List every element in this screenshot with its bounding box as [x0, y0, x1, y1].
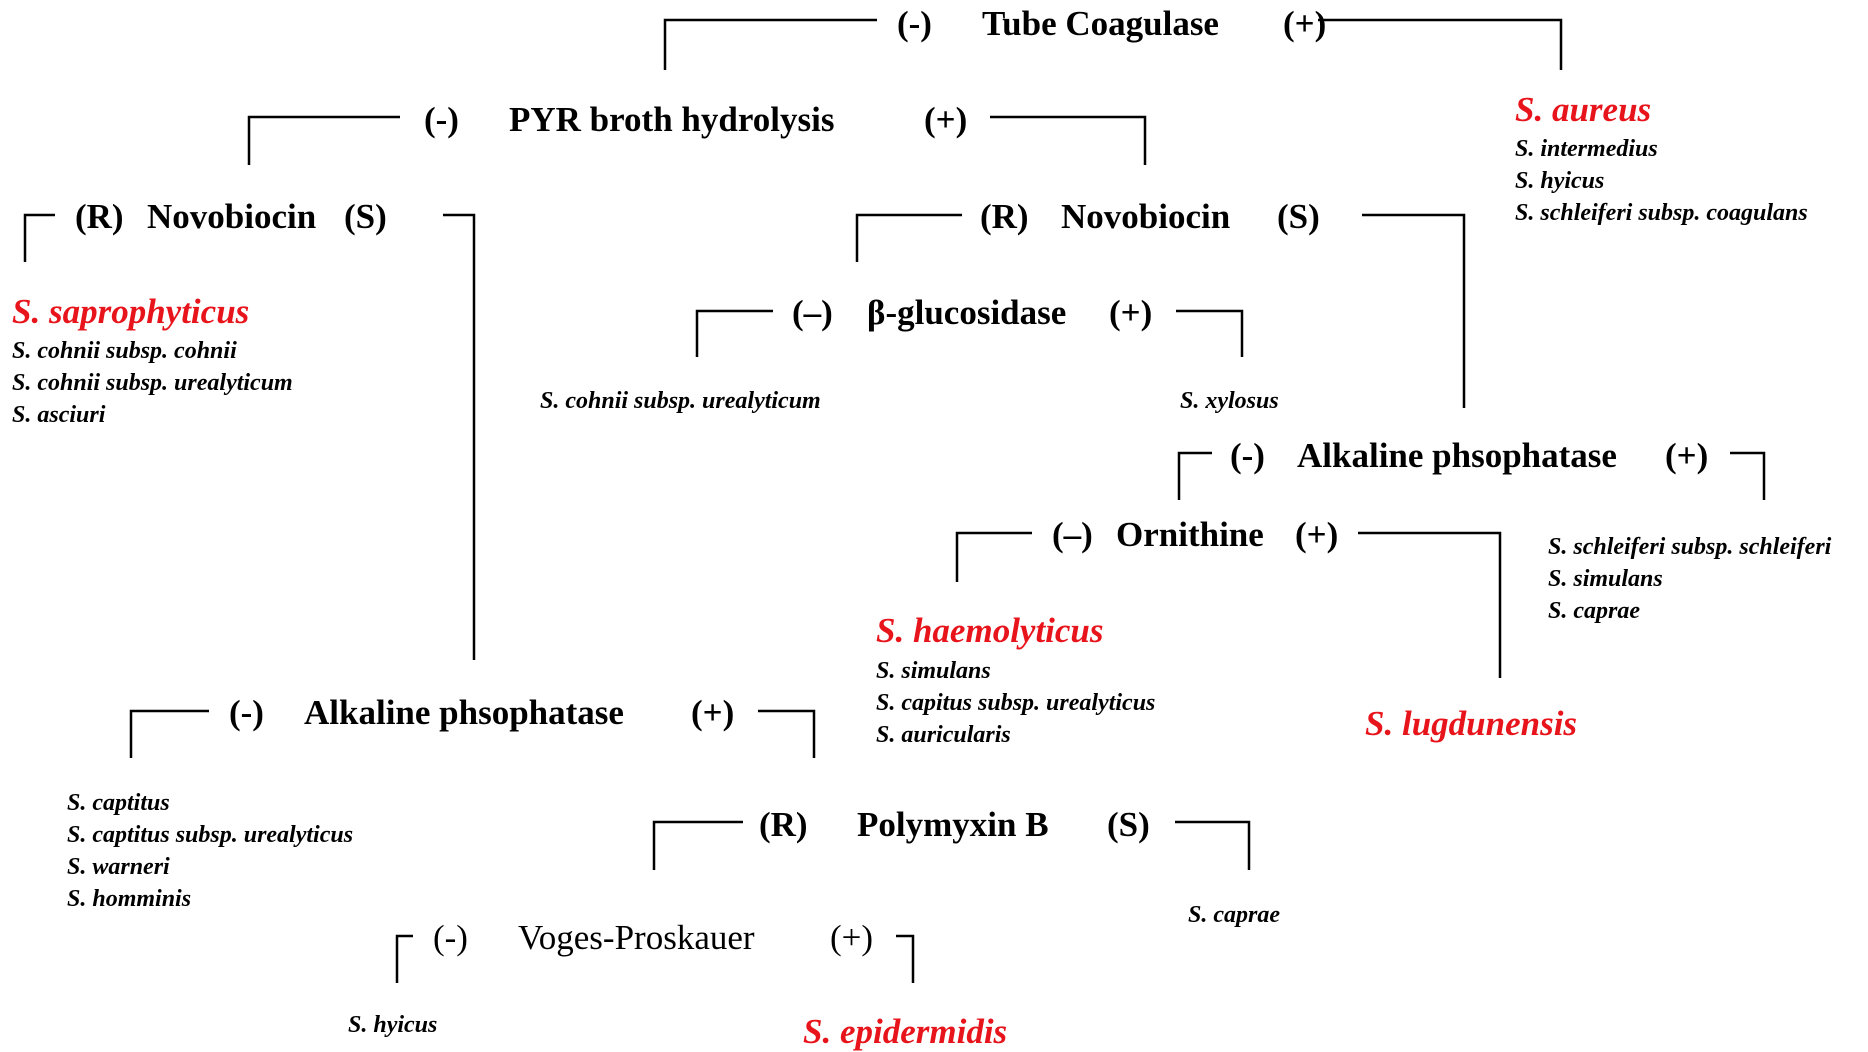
test-positive-label: (+) [924, 100, 968, 139]
species-s-asciuri: S. asciuri [12, 402, 106, 428]
species-s-saprophyticus: S. saprophyticus [12, 292, 250, 331]
species-s-caprae-polymyxin: S. caprae [1188, 902, 1280, 928]
test-name: Novobiocin [1061, 197, 1231, 236]
test-positive-label: (+) [1283, 4, 1327, 43]
species-s-schleiferi-schleiferi: S. schleiferi subsp. schleiferi [1548, 534, 1832, 560]
test-negative-label: (R) [759, 805, 808, 844]
connector-alk-left-positive [758, 709, 816, 758]
test-positive-label: (+) [691, 693, 735, 732]
species-s-xylosus: S. xylosus [1180, 388, 1279, 414]
species-s-epidermidis: S. epidermidis [803, 1012, 1008, 1051]
test-name: Alkaline phsophatase [304, 693, 624, 732]
connector-vp-positive [896, 934, 915, 983]
test-name: Novobiocin [147, 197, 317, 236]
test-name: Ornithine [1116, 515, 1264, 554]
connector-coagulase-negative [663, 18, 877, 70]
test-negative-label: (-) [433, 918, 468, 957]
species-s-cohnii-urealyticum: S. cohnii subsp. urealyticum [12, 370, 293, 396]
connector-ornithine-positive [1358, 531, 1502, 678]
species-s-captitus-urealyticus: S. captitus subsp. urealyticus [67, 822, 354, 848]
connector-ornithine-negative [955, 531, 1032, 582]
test-positive-label: (S) [1277, 197, 1320, 236]
species-s-capitus-urealyticus: S. capitus subsp. urealyticus [876, 690, 1156, 716]
species-s-warneri: S. warneri [67, 854, 170, 880]
test-positive-label: (S) [344, 197, 387, 236]
test-negative-label: (R) [75, 197, 124, 236]
species-s-captitus: S. captitus [67, 790, 170, 816]
test-positive-label: (+) [1295, 515, 1339, 554]
species-s-cohnii-cohnii: S. cohnii subsp. cohnii [12, 338, 237, 364]
connector-coagulase-positive [1318, 18, 1563, 70]
species-s-intermedius: S. intermedius [1515, 136, 1658, 162]
test-name: Polymyxin B [857, 805, 1049, 844]
species-s-hyicus-vp: S. hyicus [348, 1012, 438, 1038]
test-positive-label: (+) [1109, 293, 1153, 332]
species-s-simulans: S. simulans [1548, 566, 1663, 592]
test-negative-label: (-) [897, 4, 932, 43]
connector-alk-right-positive [1730, 451, 1766, 500]
test-negative-label: (–) [792, 293, 833, 332]
connector-novobiocin-left-s [443, 213, 476, 660]
connector-pyr-negative [247, 115, 400, 165]
species-s-aureus: S. aureus [1515, 90, 1652, 129]
species-s-lugdunensis: S. lugdunensis [1365, 704, 1578, 743]
connector-bglu-positive [1176, 309, 1244, 357]
connector-polymyxin-r [652, 820, 743, 870]
test-name: PYR broth hydrolysis [509, 100, 835, 139]
test-negative-label: (–) [1052, 515, 1093, 554]
species-s-caprae: S. caprae [1548, 598, 1640, 624]
species-s-homminis: S. homminis [67, 886, 192, 912]
connector-polymyxin-s [1175, 820, 1251, 870]
species-s-hyicus: S. hyicus [1515, 168, 1605, 194]
test-positive-label: (+) [1665, 436, 1709, 475]
species-s-simulans-ornithine: S. simulans [876, 658, 991, 684]
test-name: β-glucosidase [867, 293, 1067, 332]
test-negative-label: (R) [980, 197, 1029, 236]
species-s-auricularis: S. auricularis [876, 722, 1011, 748]
test-positive-label: (S) [1107, 805, 1150, 844]
connector-vp-negative [395, 934, 413, 983]
connector-alk-left-negative [129, 709, 209, 758]
connector-novobiocin-right-r [855, 213, 962, 262]
species-s-schleiferi-coagulans: S. schleiferi subsp. coagulans [1515, 200, 1808, 226]
connector-novobiocin-left-r [23, 213, 55, 262]
connector-alk-right-negative [1177, 451, 1212, 500]
connector-pyr-positive [990, 115, 1147, 165]
connector-bglu-negative [695, 309, 773, 357]
test-name: Tube Coagulase [982, 4, 1219, 43]
species-s-cohnii-urealyticum-bglu: S. cohnii subsp. urealyticum [540, 388, 821, 414]
connector-novobiocin-right-s [1362, 213, 1466, 408]
test-name: Voges-Proskauer [518, 918, 755, 957]
species-s-haemolyticus: S. haemolyticus [876, 611, 1104, 650]
test-negative-label: (-) [229, 693, 264, 732]
test-negative-label: (-) [424, 100, 459, 139]
test-name: Alkaline phsophatase [1297, 436, 1617, 475]
test-negative-label: (-) [1230, 436, 1265, 475]
test-positive-label: (+) [830, 918, 874, 957]
